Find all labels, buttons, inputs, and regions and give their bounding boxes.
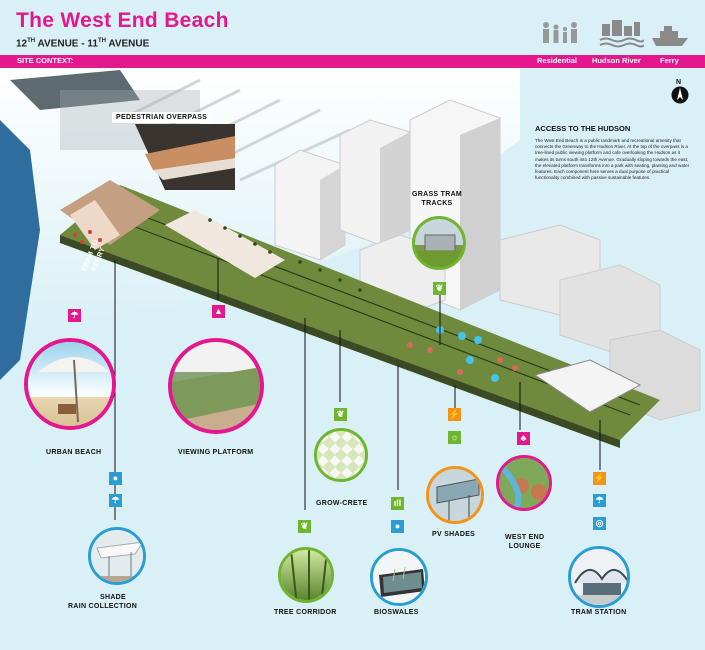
water-drop-icon: ●	[109, 472, 122, 485]
buildings	[274, 99, 701, 421]
rain-collection-label: RAIN COLLECTION	[68, 603, 138, 610]
bioswale-drop-icon: ●	[391, 520, 404, 533]
solar-panel-icon: ☼	[448, 431, 461, 444]
pedestrian-overpass-label: PEDESTRIAN OVERPASS	[112, 112, 212, 123]
west-end-lounge-label: WEST END LOUNGE	[505, 534, 545, 550]
bioswales-image	[370, 548, 428, 606]
site-context-bar: SITE CONTEXT: Residential Hudson River F…	[0, 55, 705, 68]
hudson-river	[0, 120, 40, 380]
bioswales-label: BIOSWALES	[374, 609, 419, 616]
info-panel: ACCESS TO THE HUDSON The West End Beach …	[535, 124, 693, 181]
info-heading: ACCESS TO THE HUDSON	[535, 124, 631, 133]
pier-deck	[70, 200, 120, 250]
tram-lightning-icon: ⚡	[593, 472, 606, 485]
viewing-platform-image	[168, 338, 264, 434]
river-pier	[10, 70, 140, 110]
north-arrow-icon	[671, 86, 689, 104]
page-subtitle: 12TH AVENUE - 11TH AVENUE	[16, 38, 150, 50]
pedestrian-overpass-image	[135, 124, 235, 190]
grow-crete-leaf-icon: ❦	[334, 408, 347, 421]
tree-leaf-icon: ❦	[298, 520, 311, 533]
residential-icon	[543, 22, 577, 43]
info-body: The West End Beach is a public landmark …	[535, 138, 690, 181]
platform-icon: ▲	[212, 305, 225, 318]
leaf-icon: ❦	[433, 282, 446, 295]
urban-beach-label: URBAN BEACH	[46, 449, 102, 456]
station-canopy	[533, 359, 642, 413]
tram-shade-icon: ☂	[593, 494, 606, 507]
grass-tram-tracks-image	[412, 216, 466, 270]
hudson-river-icon	[599, 20, 644, 48]
plaza-umbrellas	[73, 230, 102, 244]
pv-shades-image	[426, 466, 484, 524]
tram-station-image	[568, 546, 630, 608]
grow-crete-label: GROW-CRETE	[316, 500, 368, 507]
lounge-seats	[407, 342, 518, 375]
grass-icon: ıll	[391, 497, 404, 510]
umbrella-icon: ☂	[68, 309, 81, 322]
shade-label: SHADE	[100, 594, 127, 601]
legend-ferry: Ferry	[660, 56, 679, 65]
shade-rain-collection-image	[88, 527, 146, 585]
legend-residential: Residential	[537, 56, 578, 65]
site-context-label: SITE CONTEXT:	[17, 56, 74, 65]
page-title: The West End Beach	[16, 9, 229, 32]
spiral-icon: ◎	[593, 517, 606, 530]
west-end-lounge-image	[496, 455, 552, 511]
tree-corridor-image	[278, 547, 334, 603]
lounge-icon: ♣	[517, 432, 530, 445]
tram-station-label: TRAM STATION	[571, 609, 627, 616]
grass-tram-tracks-label: GRASS TRAM TRACKS	[412, 191, 463, 207]
shade-icon: ☂	[109, 494, 122, 507]
north-label: N	[676, 79, 682, 86]
viewing-platform-label: VIEWING PLATFORM	[178, 449, 254, 456]
viewing-deck	[165, 210, 285, 278]
tree-dots	[208, 218, 362, 292]
legend-hudson-river: Hudson River	[592, 56, 641, 65]
plaza-deck	[60, 180, 160, 245]
urban-beach-image	[24, 338, 116, 430]
tree-corridor-label: TREE CORRIDOR	[274, 609, 337, 616]
lightning-icon: ⚡	[448, 408, 461, 421]
ferry-icon	[652, 26, 688, 46]
pv-shades-label: PV SHADES	[432, 531, 476, 538]
grow-crete-image	[314, 428, 368, 482]
